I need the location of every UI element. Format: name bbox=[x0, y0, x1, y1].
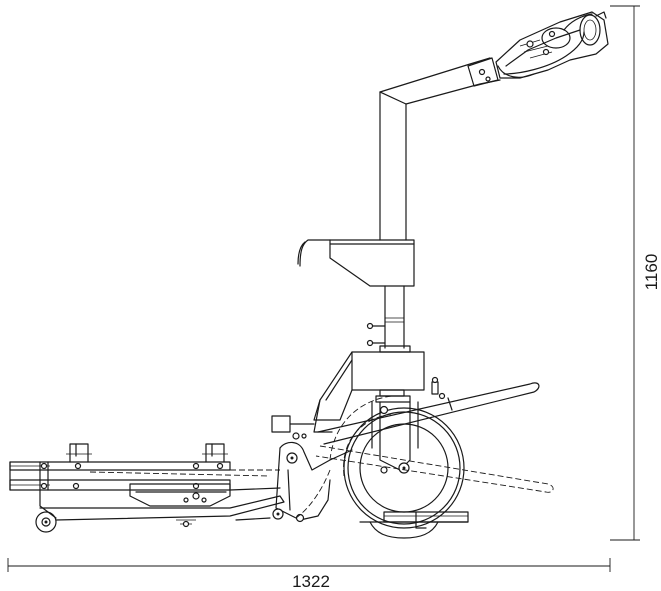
front-frame bbox=[9, 443, 285, 533]
handle-bar-lower-dashed bbox=[315, 445, 554, 493]
handle-bar-upper bbox=[317, 382, 540, 445]
height-dimension bbox=[610, 5, 640, 541]
base-plate bbox=[359, 511, 469, 539]
height-dimension-label: 1160 bbox=[642, 254, 661, 291]
width-dimension-label: 1322 bbox=[292, 572, 330, 591]
width-dimension bbox=[7, 558, 611, 572]
lower-column bbox=[366, 285, 411, 353]
chassis-link bbox=[272, 441, 353, 523]
tray-unit bbox=[297, 239, 415, 287]
head-unit bbox=[495, 11, 609, 79]
main-wheel bbox=[329, 395, 465, 529]
overhead-arm bbox=[379, 57, 501, 241]
